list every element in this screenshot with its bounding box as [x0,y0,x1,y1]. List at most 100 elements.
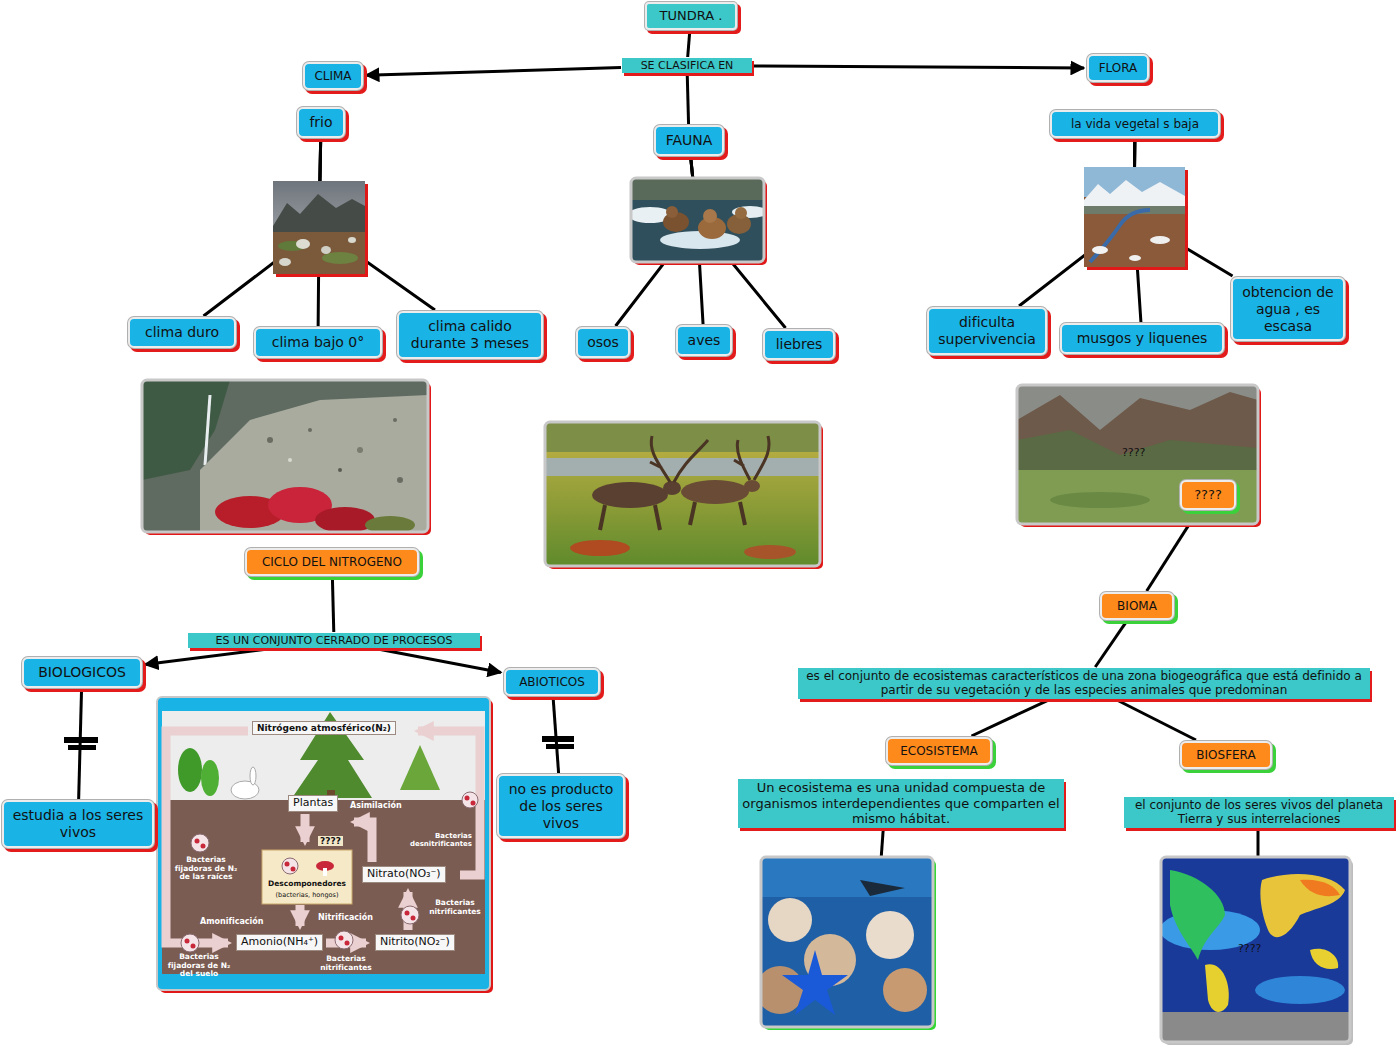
illustration-part [1050,492,1150,508]
illustration-part [1092,246,1108,254]
connector [688,31,690,57]
flora-photo [1084,167,1188,270]
illustration-part [288,458,292,462]
illustration-part [279,258,291,266]
illustration-part [860,880,905,896]
concept-box: FLORA [1087,54,1149,82]
cycle-box-label: Amonio(NH₄⁺) [236,934,323,951]
photo-mark: ???? [318,836,343,846]
concept-box: CLIMA [303,62,363,90]
process-label: Bacterias fijadoras de N₂ del suelo [164,953,234,979]
node-text: no es producto de los seres vivos [505,781,617,831]
illustration-part [142,380,428,532]
illustration-part [1017,385,1258,524]
illustration-part [181,934,199,952]
rock-photo [142,380,431,535]
illustration-part [1084,167,1185,267]
illustration-part [740,502,745,525]
node-text: obtencion de agua , es escasa [1239,284,1337,334]
link-band: SE CLASIFICA EN [622,58,752,73]
illustration-part [1260,874,1345,937]
illustration-part [690,502,695,525]
illustration-part [703,209,717,223]
illustration-part [1090,210,1150,262]
node-text: BIOMA [1108,599,1166,613]
process-label: Asimilación [350,801,402,810]
connector [79,689,82,799]
illustration-part [64,737,98,743]
node-text: TUNDRA . [653,8,729,24]
illustration-part [681,480,749,504]
illustration-part [1205,964,1229,1012]
illustration-part [1084,180,1185,206]
illustration-part [768,898,812,942]
photo-mark: ???? [1238,943,1261,956]
node-text: estudia a los seres vivos [10,807,146,841]
connector [753,66,1084,68]
illustration-part [338,468,342,472]
illustration-part [734,436,769,480]
node-text: SE CLASIFICA EN [626,59,748,72]
illustration-part [185,939,190,944]
illustration-part [401,906,419,924]
process-label: Bacterias nitrificantes [426,899,484,916]
illustration-part [1161,1012,1350,1042]
node-text: clima bajo 0° [262,334,374,351]
concept-box: la vida vegetal s baja [1050,110,1220,138]
illustration-part [262,850,352,904]
illustration-part [1129,255,1141,261]
node-text: clima calido durante 3 meses [405,318,535,352]
illustration-part [1017,470,1258,524]
concept-box: obtencion de agua , es escasa [1231,277,1345,341]
nitrogen-cycle-illustration [157,697,493,993]
bears-photo [628,178,768,265]
illustration-part [761,857,933,1027]
node-text: frio [305,114,337,131]
node-text: Un ecosistema es una unidad compuesta de… [742,780,1060,827]
node-text: dificulta supervivencia [935,314,1039,348]
illustration-part [1170,870,1225,960]
concept-box: FAUNA [654,125,724,156]
illustration-part [160,700,493,993]
cycle-box-label: Nitrógeno atmosférico(N₂) [252,721,396,735]
illustration-part [308,428,312,432]
process-label: Nitrificación [318,913,373,922]
illustration-part [866,911,914,959]
process-label: Bacterias nitrificantes [314,955,378,972]
connector [553,697,558,773]
concept-box: aves [676,325,732,356]
topic-box: ECOSISTEMA [886,737,992,765]
illustration-part [883,968,927,1012]
connector [1095,621,1126,667]
cycle-box-label: (bacterias, hongos) [262,892,352,899]
illustration-part [68,745,96,750]
connector [366,68,621,76]
illustration-part [397,477,403,483]
illustration-part [471,801,476,806]
process-label: Bacterias fijadoras de N₂ de las raíces [174,856,238,882]
illustration-part [663,481,681,495]
node-text: BIOLOGICOS [30,664,134,681]
illustration-part [1161,857,1350,1042]
illustration-part [273,181,365,274]
illustration-part [545,422,820,566]
biosphere-map [1160,857,1353,1045]
illustration-part [301,814,310,842]
node-text: musgos y liquenes [1068,330,1216,347]
node-text: clima duro [136,324,228,341]
node-text: FAUNA [662,132,716,149]
illustration-part [201,760,219,796]
illustration-part [545,422,820,566]
illustration-part [744,545,796,559]
illustration-part [335,931,353,949]
illustration-part [393,418,397,422]
line-marks [64,736,574,750]
cycle-box-label: Nitrato(NO₃⁻) [362,866,446,883]
caribou-photo [545,422,823,569]
illustration-part [191,834,209,852]
node-text: ECOSISTEMA [894,744,984,758]
concept-box: clima calido durante 3 meses [397,311,543,359]
concept-box: estudia a los seres vivos [2,800,154,848]
